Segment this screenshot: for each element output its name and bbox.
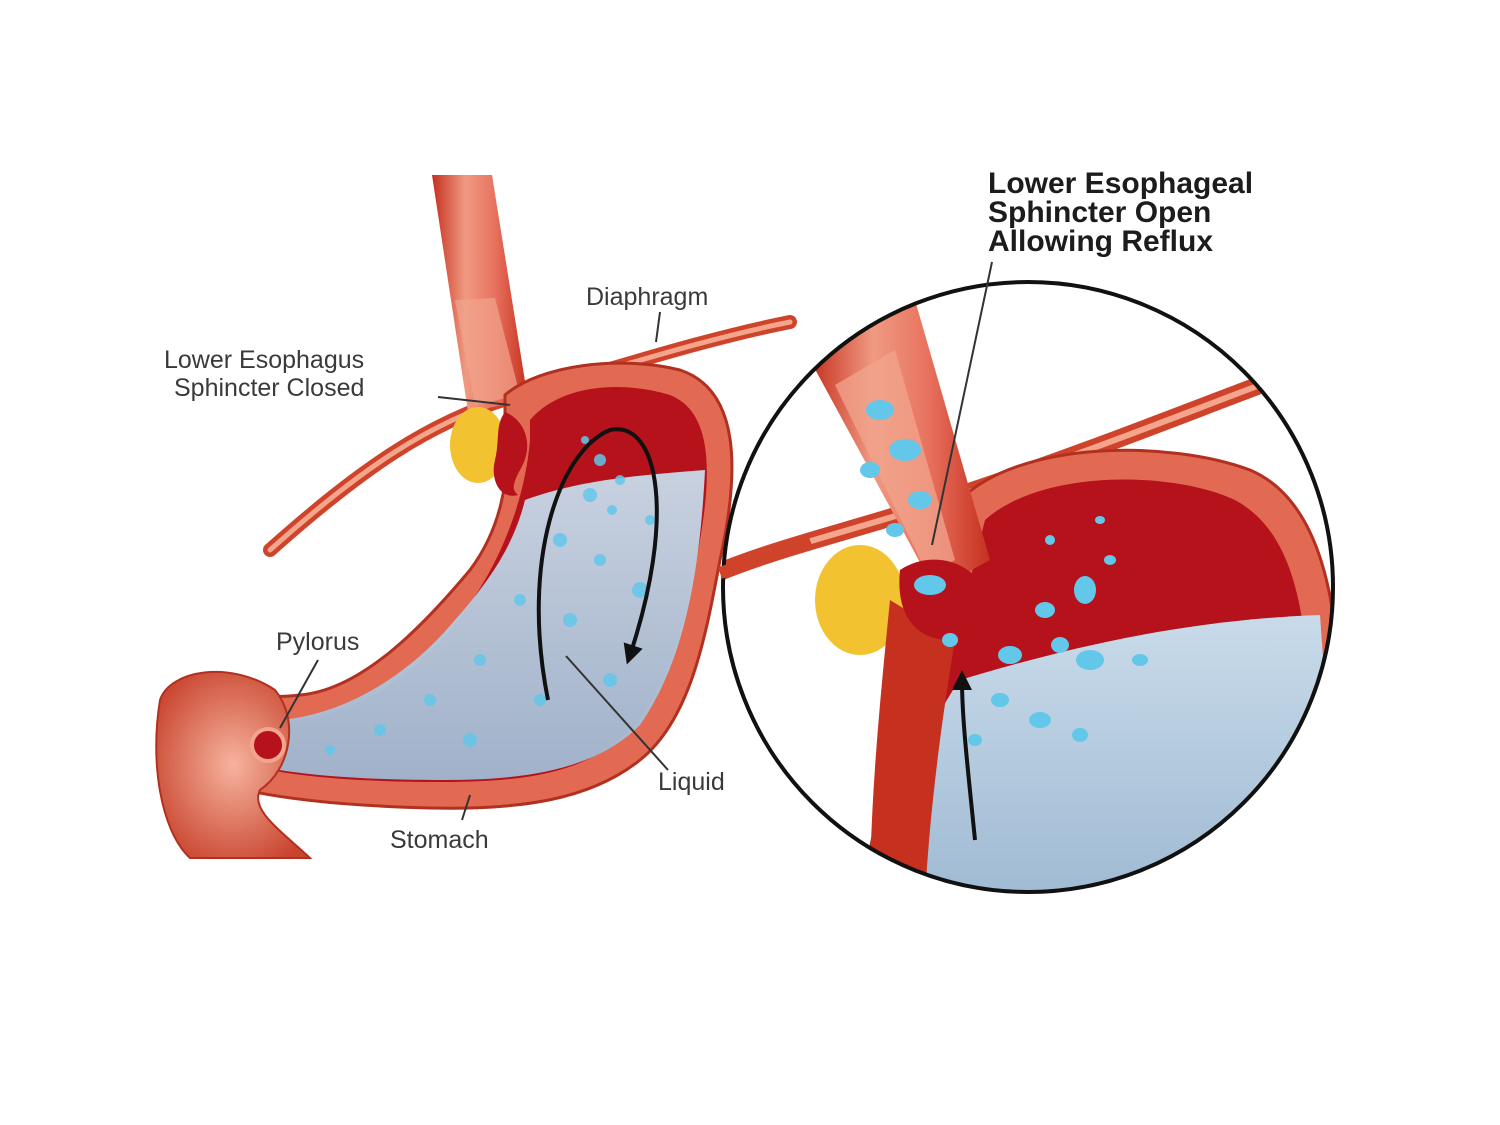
les-closed-label-line1: Lower Esophagus	[164, 346, 364, 374]
zoom-connector	[718, 534, 813, 579]
reflux-arrow	[952, 670, 977, 841]
stomach-illustration	[155, 175, 797, 859]
liquid-label: Liquid	[658, 768, 725, 796]
les-closed-label-line2: Sphincter Closed	[174, 374, 364, 402]
fat-pad	[450, 407, 506, 483]
les-open-label-line3: Allowing Reflux	[988, 225, 1213, 258]
pylorus-label: Pylorus	[276, 628, 359, 656]
stomach-label: Stomach	[390, 826, 489, 854]
sphincter-closed	[493, 412, 528, 496]
bubbles-zoom	[860, 400, 1148, 746]
stomach-liquid	[268, 470, 705, 780]
pylorus-ring	[250, 727, 286, 763]
zoom-circle-border	[721, 280, 1335, 894]
les-open-label-line2: Sphincter Open	[988, 196, 1211, 229]
bubbles	[325, 436, 655, 755]
les-open-label-line1: Lower Esophageal	[988, 167, 1253, 200]
labels: Diaphragm Lower Esophagus Sphincter Clos…	[164, 167, 1253, 854]
diaphragm-label: Diaphragm	[586, 283, 708, 311]
duodenum	[155, 670, 313, 859]
flow-arrow	[536, 427, 659, 701]
zoom-inset	[723, 282, 1333, 892]
